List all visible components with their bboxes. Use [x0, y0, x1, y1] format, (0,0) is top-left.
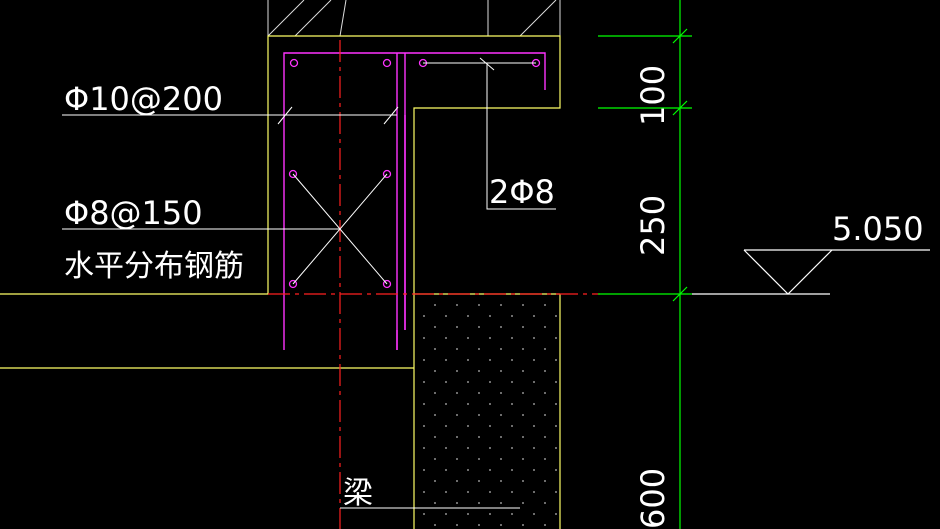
- rebar-dot: [289, 58, 299, 68]
- rebar-dot: [382, 58, 392, 68]
- wall-rebar-label: Φ8@150: [64, 194, 203, 232]
- elevation-marker: [692, 249, 930, 295]
- corner-bars-label: 2Φ8: [489, 173, 555, 211]
- dimension-line: [598, 0, 692, 529]
- dim-top-label: 100: [634, 65, 672, 126]
- slab-rebar-label: Φ10@200: [64, 80, 223, 118]
- center-lines: [268, 40, 600, 529]
- elevation-value: 5.050: [832, 210, 924, 248]
- rebar-dots: [288, 58, 541, 289]
- rebar-cage: [283, 52, 546, 350]
- lower-wall-fill: [415, 295, 559, 529]
- rebar-dot: [288, 279, 298, 289]
- wall-rebar-desc-label: 水平分布钢筋: [64, 249, 244, 284]
- dim-middle-label: 250: [634, 195, 672, 256]
- leader-lines: [62, 57, 556, 509]
- rebar-dot: [382, 169, 392, 179]
- upper-wall-hatch: [267, 0, 561, 37]
- dim-bottom-label: 600: [634, 468, 672, 529]
- rebar-dot: [288, 169, 298, 179]
- beam-label: 梁: [343, 476, 373, 511]
- rebar-dot: [382, 279, 392, 289]
